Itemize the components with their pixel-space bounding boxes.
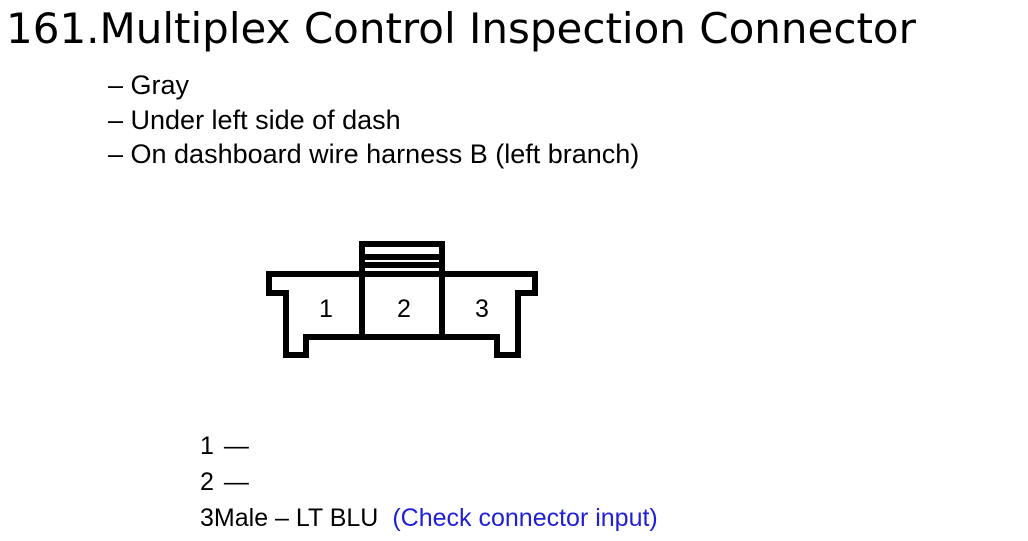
- connector-housing-outline: [266, 271, 538, 358]
- connector-color-item: – Gray: [108, 70, 190, 100]
- connector-location-item: – Under left side of dash: [108, 104, 401, 135]
- pin-label-1: 1: [319, 295, 333, 323]
- pin-number: 2: [200, 468, 214, 496]
- pin-description: —: [223, 468, 249, 496]
- connector-details-list: – Gray – Under left side of dash – On da…: [108, 68, 639, 172]
- pin-row: 3Male – LT BLU (Check connector input): [200, 500, 658, 536]
- pin-label-2: 2: [397, 295, 411, 323]
- pin-note: (Check connector input): [392, 504, 658, 532]
- pin-description: Male – LT BLU: [213, 504, 379, 532]
- connector-harness-item: – On dashboard wire harness B (left bran…: [108, 139, 640, 169]
- connector-key-latch: [359, 241, 445, 337]
- pin-label-3: 3: [475, 295, 489, 323]
- pin-number: 1: [200, 432, 214, 460]
- pin-row: 2—: [200, 464, 658, 500]
- pin-row: 1—: [200, 428, 658, 464]
- page-title: 161.Multiplex Control Inspection Connect…: [6, 4, 916, 53]
- pin-description: —: [223, 432, 249, 460]
- pin-assignment-list: 1— 2— 3Male – LT BLU(Check connector inp…: [200, 428, 658, 536]
- pin-number: 3: [200, 504, 214, 532]
